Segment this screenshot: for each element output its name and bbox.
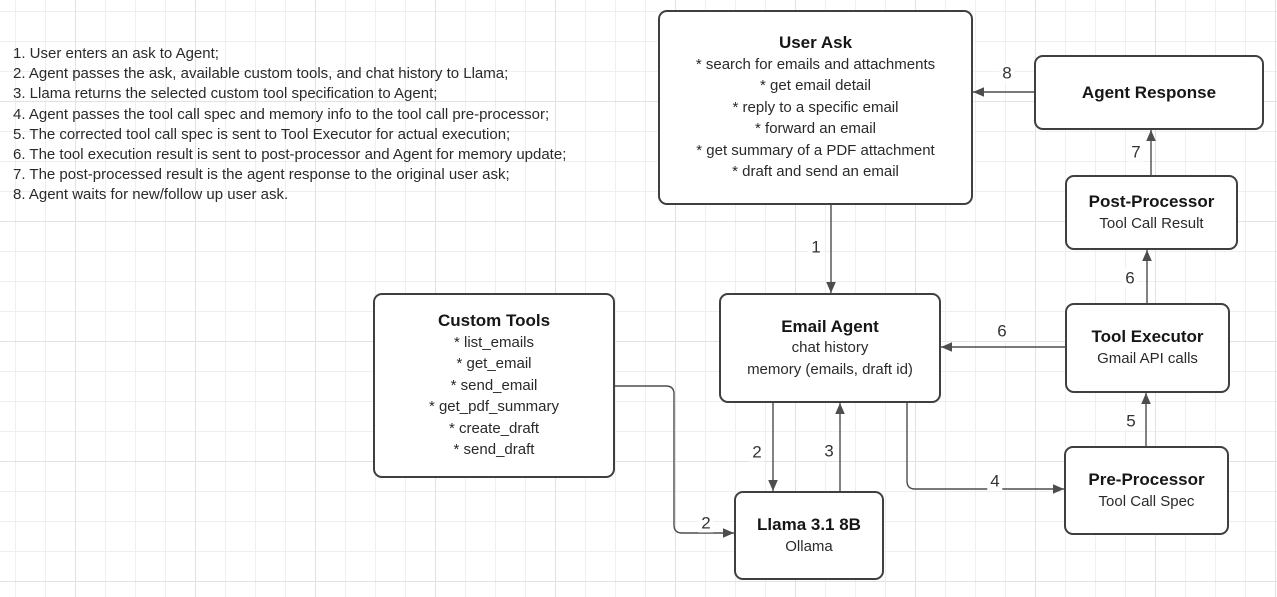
node-user-ask-line-1: * search for emails and attachments [695,55,936,73]
node-custom-tools-line-4: * get_pdf_summary [428,398,560,416]
node-llama-3-1-8b-title: Llama 3.1 8B [757,514,861,534]
node-tool-executor-title: Tool Executor [1091,327,1204,347]
edge-label-post-processor-to-agent-response[interactable]: 7 [1128,142,1144,162]
node-email-agent-title: Email Agent [781,316,879,336]
node-user-ask-line-5: * get summary of a PDF attachment [696,141,935,159]
node-tool-executor-line-1: Gmail API calls [1097,350,1198,367]
edge-label-email-agent-to-llama[interactable]: 2 [749,442,765,462]
node-post-processor-title: Post-Processor [1088,191,1215,211]
edge-label-agent-response-to-user-ask[interactable]: 8 [999,63,1015,83]
workflow-step-3: 3. Llama returns the selected custom too… [13,85,438,103]
edge-label-tool-executor-to-email-agent[interactable]: 6 [994,321,1010,341]
node-llama-3-1-8b-line-1: Ollama [785,537,833,555]
edge-email-agent-to-pre-processor[interactable] [906,403,1064,494]
node-email-agent[interactable]: Email Agent chat history memory (emails, d… [719,293,941,403]
node-user-ask-line-3: * reply to a specific email [732,98,899,116]
workflow-step-2: 2. Agent passes the ask, available custo… [13,65,509,83]
edge-label-user-ask-to-email-agent[interactable]: 1 [808,237,824,257]
node-pre-processor-title: Pre-Processor [1088,469,1205,489]
edge-label-llama-to-email-agent[interactable]: 3 [821,441,837,461]
edge-label-email-agent-to-pre-processor[interactable]: 4 [987,471,1003,491]
node-custom-tools[interactable]: Custom Tools * list_emails * get_email * se… [373,293,615,478]
workflow-steps-notes[interactable]: 1. User enters an ask to Agent; 2. Agent … [13,44,566,206]
workflow-step-4: 4. Agent passes the tool call spec and m… [13,105,550,123]
node-user-ask-title: User Ask [778,32,853,52]
node-user-ask-line-6: * draft and send an email [732,163,899,181]
node-pre-processor-line-1: Tool Call Spec [1098,492,1195,510]
node-custom-tools-line-6: * send_draft [453,441,535,459]
node-custom-tools-line-3: * send_email [450,376,538,394]
workflow-step-8: 8. Agent waits for new/follow up user as… [13,186,289,204]
node-email-agent-line-2: memory (emails, draft id) [747,360,913,378]
node-user-ask[interactable]: User Ask * search for emails and attachme… [658,10,973,205]
workflow-step-1: 1. User enters an ask to Agent; [13,45,219,62]
edge-label-tool-executor-to-post-processor[interactable]: 6 [1122,268,1138,288]
edge-custom-tools-to-llama[interactable] [615,385,734,538]
node-llama-3-1-8b[interactable]: Llama 3.1 8B Ollama [734,491,884,580]
workflow-step-6: 6. The tool execution result is sent to … [13,146,567,164]
node-user-ask-line-2: * get email detail [760,77,871,95]
node-custom-tools-line-5: * create_draft [448,419,540,437]
node-agent-response[interactable]: Agent Response [1034,55,1264,130]
node-email-agent-line-1: chat history [791,339,869,357]
node-user-ask-line-4: * forward an email [755,120,876,138]
node-custom-tools-title: Custom Tools [437,310,551,330]
node-custom-tools-line-1: * list_emails [453,333,535,351]
workflow-step-7: 7. The post-processed result is the agen… [13,166,510,184]
edge-label-pre-processor-to-tool-executor[interactable]: 5 [1123,411,1139,431]
node-post-processor-line-1: Tool Call Result [1099,214,1204,232]
workflow-step-5: 5. The corrected tool call spec is sent … [13,125,511,143]
edge-label-custom-tools-to-llama[interactable]: 2 [698,513,714,533]
node-custom-tools-line-2: * get_email [456,355,532,373]
node-agent-response-title: Agent Response [1081,82,1217,102]
